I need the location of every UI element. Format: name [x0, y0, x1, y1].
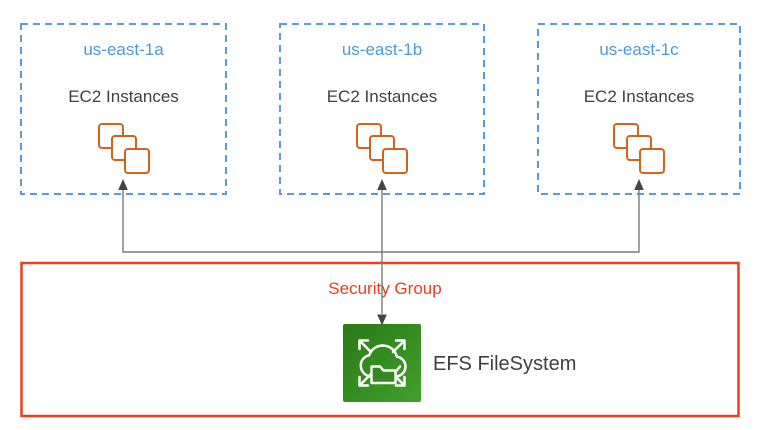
az-box-us-east-1a: us-east-1a EC2 Instances [21, 24, 226, 194]
az-title: us-east-1c [599, 40, 679, 59]
expand-arrow-top-left [358, 339, 373, 354]
az-box-border-us-east-1b [279, 23, 485, 195]
az-title: us-east-1a [83, 40, 164, 59]
efs-filesystem-label: EFS FileSystem [433, 353, 577, 375]
az-box-us-east-1c: us-east-1c EC2 Instances [538, 24, 740, 194]
ec2-instances-icon [613, 123, 665, 174]
efs-cloud-folder-icon [358, 339, 407, 387]
ec2-instances-label: EC2 Instances [583, 87, 695, 106]
ec2-instances-icon [356, 123, 408, 174]
az-title: us-east-1b [341, 40, 423, 59]
folder-icon [370, 365, 397, 385]
ec2-instances-icon [97, 123, 150, 174]
efs-filesystem-icon [343, 324, 421, 402]
az-box-border-us-east-1a [20, 23, 227, 195]
ec2-square-front [382, 148, 408, 174]
security-group-label: Security Group [328, 279, 442, 298]
ec2-square-front [639, 148, 665, 174]
security-group-border [20, 261, 740, 418]
ec2-instances-label: EC2 Instances [68, 87, 179, 106]
cloud-icon [359, 344, 407, 378]
ec2-square-front [123, 148, 150, 174]
ec2-instances-label: EC2 Instances [326, 87, 438, 106]
az-box-us-east-1b: us-east-1b EC2 Instances [280, 24, 484, 194]
